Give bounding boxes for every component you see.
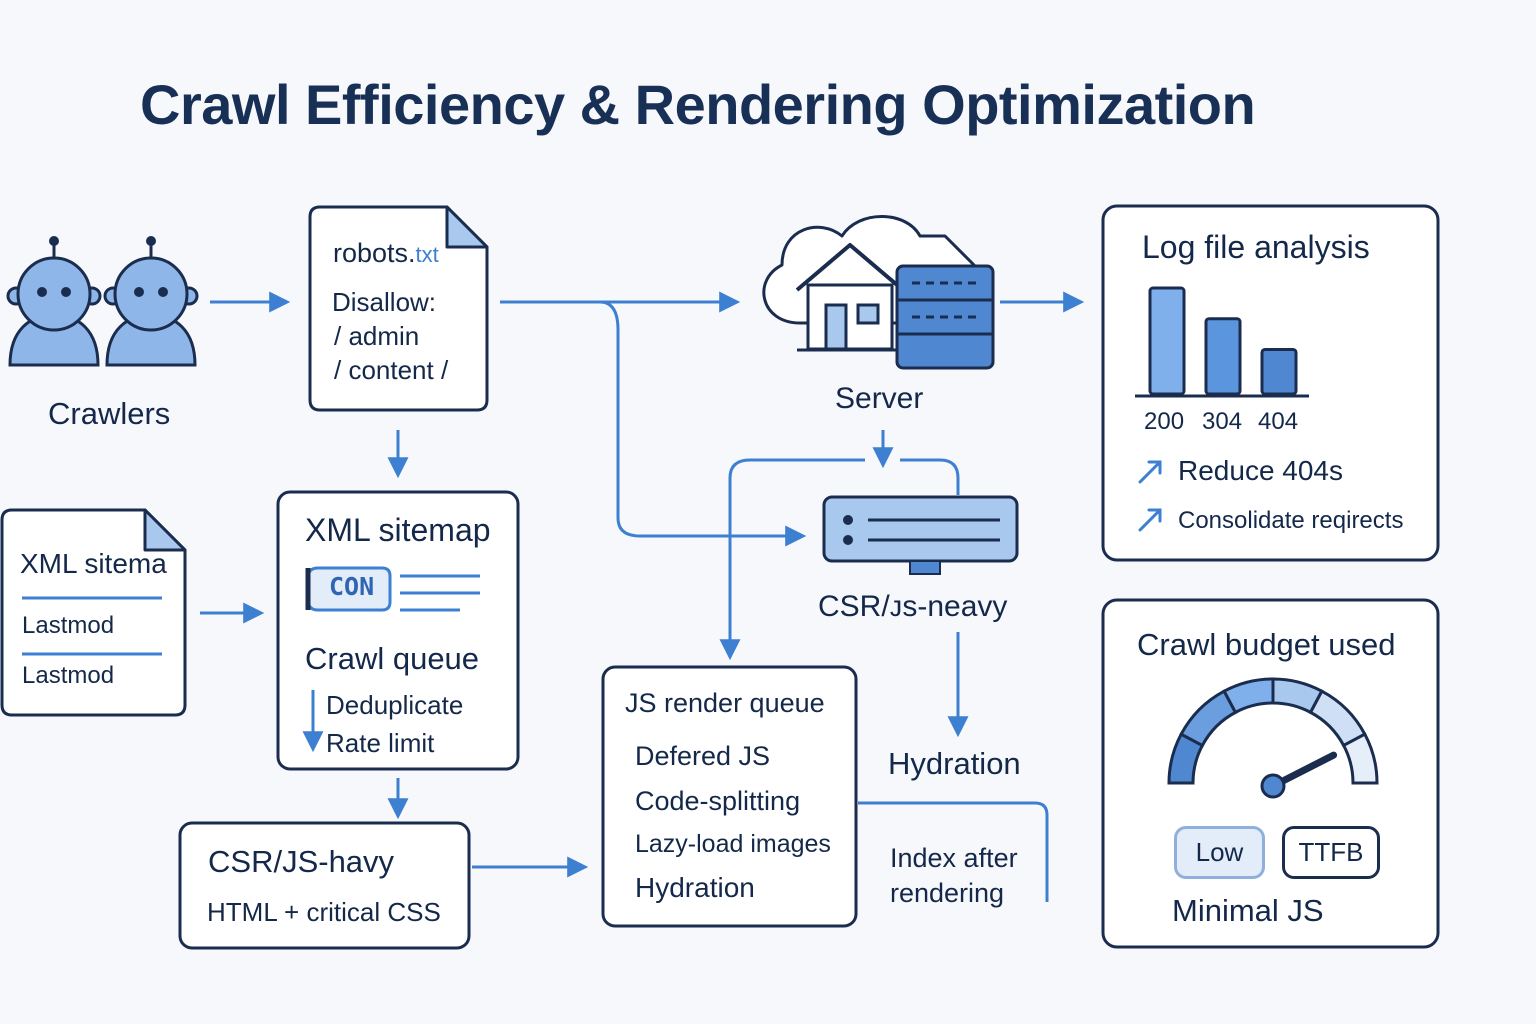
csr-server-icon [822, 495, 1019, 575]
robots-line: / content / [334, 355, 449, 385]
sitemap-crawl-queue-box [276, 490, 520, 771]
log-action: Reduce 404s [1178, 455, 1344, 486]
robot-icon [6, 236, 199, 367]
csr-server-label: CSR/ᴊs-neavy [818, 590, 1008, 623]
lastmod-row: Lastmod [22, 612, 115, 639]
trend-arrow-icon [1138, 460, 1162, 532]
js-queue-item: Lazy-load images [635, 830, 831, 858]
crawl-budget-gauge [1167, 677, 1379, 799]
js-queue-item: Hydration [635, 872, 755, 903]
crawlers-label: Crawlers [48, 396, 171, 431]
robots-line: Disallow: [332, 287, 437, 317]
xml-sitemap-doc-title: XML sitema [20, 548, 167, 579]
log-analysis-title: Log file analysis [1142, 229, 1370, 265]
hydration-note: rendering [890, 878, 1005, 908]
server-rack-icon [895, 264, 995, 370]
server-label: Server [835, 382, 924, 415]
sitemap-title: XML sitemap [305, 512, 491, 548]
bar-304 [1204, 317, 1242, 396]
house-icon [795, 243, 905, 352]
crawl-budget-footer: Minimal JS [1172, 893, 1324, 928]
crawl-budget-title: Crawl budget used [1137, 627, 1396, 662]
ttfb-badge: TTFB [1282, 826, 1380, 879]
con-tag-label: CON [329, 572, 375, 601]
hydration-label: Hydration [888, 746, 1021, 781]
lastmod-row: Lastmod [22, 662, 115, 689]
hydration-note: Index after [890, 843, 1018, 873]
gauge-hub [1260, 773, 1286, 799]
js-render-queue-box [601, 665, 858, 928]
con-tag-icon [305, 566, 480, 612]
robots-txt-document [308, 205, 489, 412]
flow-connectors [200, 291, 1085, 902]
xml-sitemap-document [0, 508, 187, 717]
bar-200 [1148, 286, 1186, 396]
js-queue-title: JS render queue [625, 688, 825, 718]
csr-box-title: CSR/JS-havy [208, 844, 395, 879]
low-badge: Low [1174, 826, 1265, 879]
robots-line: / admin [334, 321, 420, 351]
crawl-queue-item: Rate limit [326, 728, 435, 758]
crawl-queue-title: Crawl queue [305, 641, 480, 676]
tick-label: 404 [1258, 408, 1299, 435]
gauge-segment [1341, 732, 1379, 785]
tick-label: 200 [1144, 408, 1185, 435]
js-queue-item: Code-splitting [635, 786, 801, 816]
js-queue-item: Defered JS [635, 741, 771, 771]
log-action: Consolidate reqirects [1178, 507, 1404, 534]
status-code-bar-chart [1148, 286, 1298, 396]
csr-box-subtitle: HTML + critical CSS [207, 897, 441, 927]
csr-js-box [178, 821, 471, 950]
page-title: Crawl Efficiency & Rendering Optimizatio… [140, 73, 1256, 136]
robots-filename: robots.txt [333, 238, 439, 268]
crawl-queue-item: Deduplicate [326, 690, 464, 720]
tick-label: 304 [1202, 408, 1243, 435]
bar-404 [1260, 347, 1298, 396]
